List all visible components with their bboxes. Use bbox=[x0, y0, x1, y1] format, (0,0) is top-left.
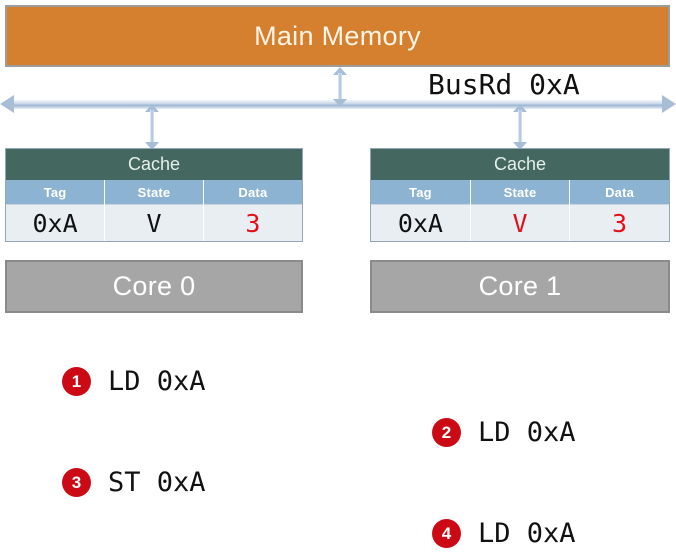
step-1: 1 LD 0xA bbox=[62, 366, 206, 397]
step-text-4: LD 0xA bbox=[478, 518, 576, 549]
memory-bus-connector-arrow-icon bbox=[333, 67, 347, 107]
bus-arrow-right-icon bbox=[662, 95, 676, 113]
column-header-state: State bbox=[104, 180, 204, 205]
connector-arrowhead-up-icon bbox=[513, 104, 527, 112]
step-4: 4 LD 0xA bbox=[432, 518, 576, 549]
step-text-3: ST 0xA bbox=[108, 467, 206, 498]
column-header-tag: Tag bbox=[371, 180, 471, 205]
cache-block-0: Cache Tag State Data 0xA V 3 bbox=[5, 148, 303, 242]
core-label-0: Core 0 bbox=[112, 271, 196, 301]
table-row: 0xA V 3 bbox=[371, 204, 669, 241]
step-badge-1: 1 bbox=[62, 367, 91, 396]
column-header-data: Data bbox=[569, 180, 669, 205]
cache-block-1: Cache Tag State Data 0xA V 3 bbox=[370, 148, 670, 242]
step-badge-3: 3 bbox=[62, 468, 91, 497]
bus-arrow-left-icon bbox=[0, 95, 14, 113]
column-header-data: Data bbox=[202, 180, 302, 205]
connector-arrowhead-up-icon bbox=[333, 67, 347, 75]
cell-data-0: 3 bbox=[202, 204, 302, 241]
cell-state-1: V bbox=[469, 204, 571, 241]
table-header-row: Tag State Data bbox=[371, 180, 669, 205]
bus-transaction-label: BusRd 0xA bbox=[428, 68, 580, 101]
connector-shaft bbox=[338, 73, 342, 101]
cell-tag-1: 0xA bbox=[371, 204, 471, 241]
cache-table-1: Tag State Data 0xA V 3 bbox=[371, 180, 669, 241]
cache1-bus-connector-arrow-icon bbox=[513, 104, 527, 150]
table-row: 0xA V 3 bbox=[6, 204, 302, 241]
core-block-0: Core 0 bbox=[5, 260, 303, 313]
cell-data-1: 3 bbox=[569, 204, 669, 241]
connector-arrowhead-down-icon bbox=[145, 142, 159, 150]
cell-tag-0: 0xA bbox=[6, 204, 106, 241]
step-3: 3 ST 0xA bbox=[62, 467, 206, 498]
main-memory-block: Main Memory bbox=[5, 5, 670, 67]
main-memory-label: Main Memory bbox=[254, 20, 421, 51]
core-block-1: Core 1 bbox=[370, 260, 670, 313]
cache-table-0: Tag State Data 0xA V 3 bbox=[6, 180, 302, 241]
step-badge-2: 2 bbox=[432, 418, 461, 447]
connector-shaft bbox=[150, 110, 154, 144]
cache0-bus-connector-arrow-icon bbox=[145, 104, 159, 150]
cache-title-1: Cache bbox=[371, 149, 669, 180]
connector-shaft bbox=[518, 110, 522, 144]
core-label-1: Core 1 bbox=[478, 271, 562, 301]
table-header-row: Tag State Data bbox=[6, 180, 302, 205]
step-text-1: LD 0xA bbox=[108, 366, 206, 397]
connector-arrowhead-up-icon bbox=[145, 104, 159, 112]
step-badge-4: 4 bbox=[432, 519, 461, 548]
connector-arrowhead-down-icon bbox=[333, 99, 347, 107]
step-2: 2 LD 0xA bbox=[432, 417, 576, 448]
connector-arrowhead-down-icon bbox=[513, 142, 527, 150]
cell-state-0: V bbox=[104, 204, 204, 241]
cache-title-0: Cache bbox=[6, 149, 302, 180]
step-text-2: LD 0xA bbox=[478, 417, 576, 448]
column-header-state: State bbox=[469, 180, 571, 205]
column-header-tag: Tag bbox=[6, 180, 106, 205]
